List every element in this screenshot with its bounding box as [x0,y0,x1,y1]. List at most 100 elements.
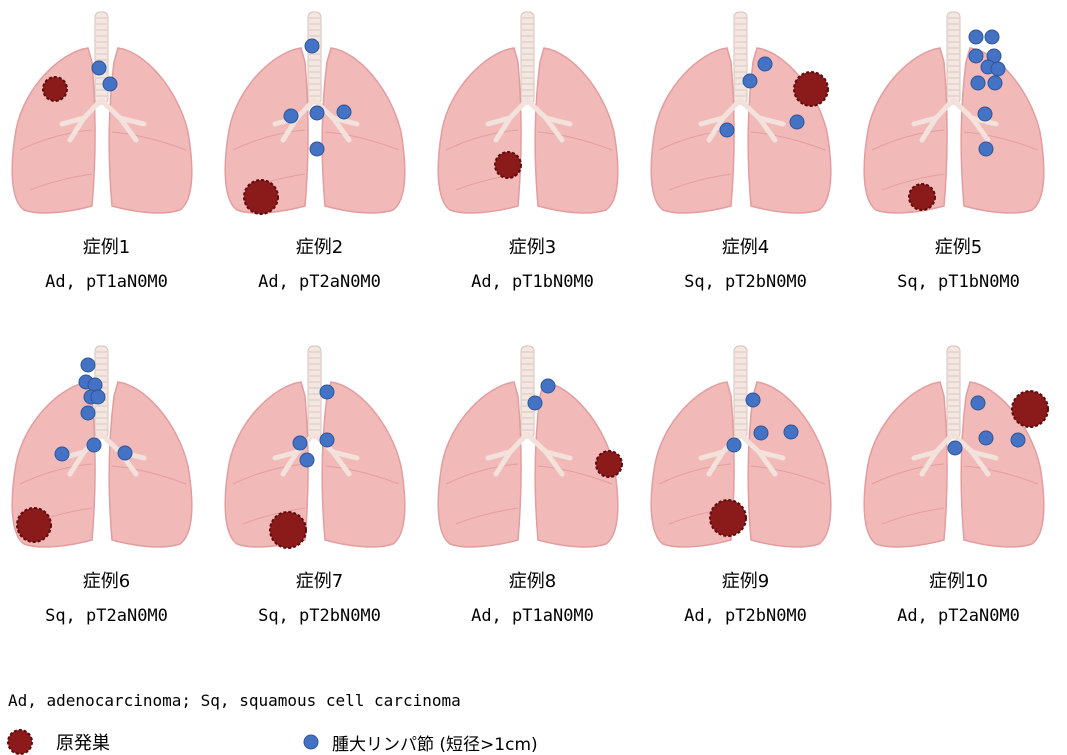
primary-tumor [710,500,746,536]
case-title: 症例9 [639,567,852,593]
case-title: 症例5 [852,233,1065,259]
lymph-node [103,77,117,91]
lymph-node [1011,433,1025,447]
left-lung [322,48,405,213]
lymph-node [118,446,132,460]
lung-illustration [438,12,618,213]
case-2: 症例2 Ad, pT2aN0M0 [213,0,426,300]
lymph-node [87,438,101,452]
case-3: 症例3 Ad, pT1bN0M0 [426,0,639,300]
lymph-node [784,425,798,439]
case-stage: Sq, pT1bN0M0 [852,272,1065,292]
lymph-node [979,431,993,445]
legend-lymph-node-label: 腫大リンパ節 (短径>1cm) [332,730,538,755]
lymph-node [310,142,324,156]
case-10: 症例10 Ad, pT2aN0M0 [852,334,1065,634]
case-stage: Sq, pT2bN0M0 [639,272,852,292]
case-stage: Ad, pT2bN0M0 [639,606,852,626]
case-title: 症例6 [0,567,213,593]
lymph-node [541,379,555,393]
lung-diagram [213,0,426,222]
left-lung [748,382,831,547]
lung-diagram [426,0,639,222]
lymph-node [81,358,95,372]
lymph-node [727,438,741,452]
left-lung [535,48,618,213]
lymph-node-icon [300,729,322,755]
primary-tumor [596,451,622,477]
primary-tumor [909,184,935,210]
legend-primary-tumor-label: 原発巣 [56,729,110,755]
case-title: 症例1 [0,233,213,259]
primary-tumor [17,508,51,542]
lymph-node [300,453,314,467]
case-8: 症例8 Ad, pT1aN0M0 [426,334,639,634]
lymph-node [790,115,804,129]
case-5: 症例5 Sq, pT1bN0M0 [852,0,1065,300]
case-stage: Sq, pT2bN0M0 [213,606,426,626]
lymph-node [310,106,324,120]
lymph-node [969,49,983,63]
lymph-node [305,39,319,53]
lymph-node [979,142,993,156]
lung-illustration [225,346,405,547]
right-lung [438,48,521,213]
case-stage: Ad, pT1bN0M0 [426,272,639,292]
lymph-node [528,396,542,410]
case-stage: Ad, pT1aN0M0 [426,606,639,626]
left-lung [109,48,192,213]
case-9: 症例9 Ad, pT2bN0M0 [639,334,852,634]
case-title: 症例4 [639,233,852,259]
right-lung [864,382,947,547]
lung-diagram [639,0,852,222]
case-1: 症例1 Ad, pT1aN0M0 [0,0,213,300]
lymph-node [969,30,983,44]
primary-tumor [495,152,521,178]
right-lung [12,48,95,213]
lymph-node [978,107,992,121]
primary-tumor [1012,391,1048,427]
left-lung [322,382,405,547]
lymph-node [55,447,69,461]
lung-diagram [639,334,852,556]
lung-diagram [426,334,639,556]
lymph-node [320,385,334,399]
case-stage: Sq, pT2aN0M0 [0,606,213,626]
legend-lymph-node: 腫大リンパ節 (短径>1cm) [300,729,538,755]
lymph-node [758,57,772,71]
lung-diagram [0,0,213,222]
legend-primary-tumor: 原発巣 [0,729,110,755]
primary-tumor [43,77,67,101]
primary-tumor [244,180,278,214]
case-title: 症例8 [426,567,639,593]
case-title: 症例2 [213,233,426,259]
primary-tumor [270,512,306,548]
case-title: 症例10 [852,567,1065,593]
lymph-node [988,76,1002,90]
lymph-node [91,390,105,404]
case-stage: Ad, pT2aN0M0 [213,272,426,292]
lymph-node [985,30,999,44]
lung-illustration [12,12,192,213]
case-title: 症例7 [213,567,426,593]
lymph-node [92,61,106,75]
left-lung [109,382,192,547]
lymph-node [948,441,962,455]
primary-tumor [794,72,828,106]
lymph-node [743,74,757,88]
case-4: 症例4 Sq, pT2bN0M0 [639,0,852,300]
lymph-node [320,433,334,447]
lymph-node [720,123,734,137]
lung-diagram [852,0,1065,222]
lymph-node [293,436,307,450]
lymph-node [971,396,985,410]
lung-illustration [438,346,618,547]
case-7: 症例7 Sq, pT2bN0M0 [213,334,426,634]
abbreviation-footnote: Ad, adenocarcinoma; Sq, squamous cell ca… [8,691,461,710]
lymph-node [754,426,768,440]
case-stage: Ad, pT1aN0M0 [0,272,213,292]
case-title: 症例3 [426,233,639,259]
lymph-node [81,406,95,420]
lung-illustration [651,12,831,213]
case-stage: Ad, pT2aN0M0 [852,606,1065,626]
